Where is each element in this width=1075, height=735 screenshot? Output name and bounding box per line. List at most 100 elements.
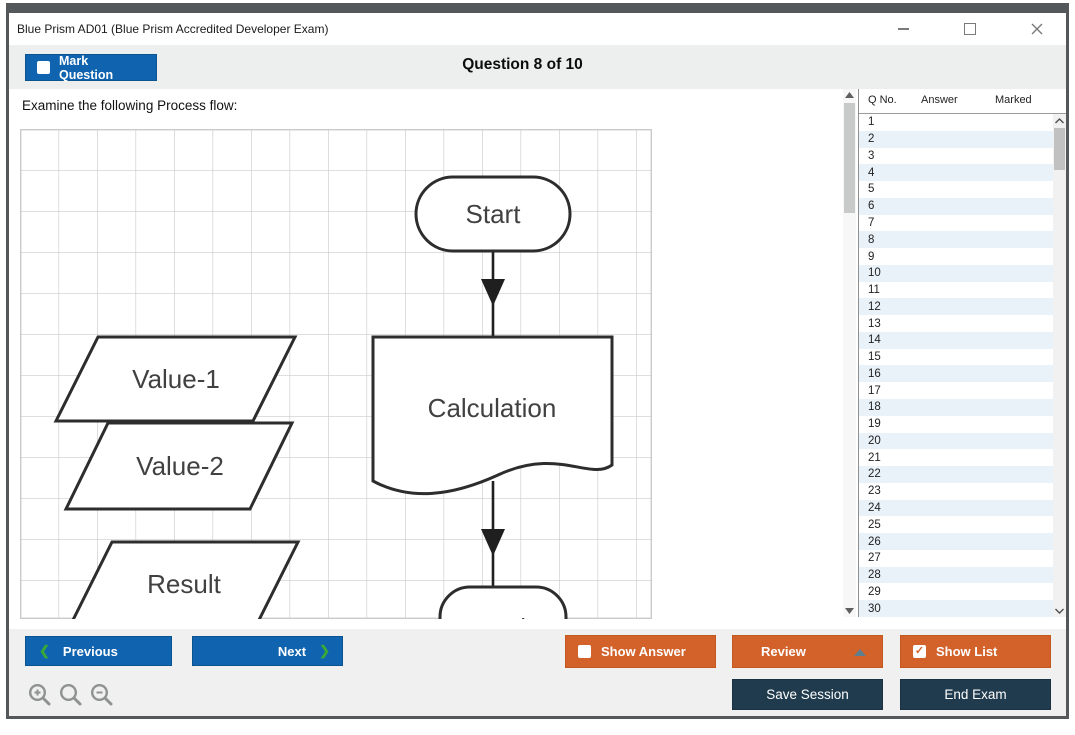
question-row[interactable]: 4	[859, 164, 1066, 182]
title-bar: Blue Prism AD01 (Blue Prism Accredited D…	[9, 13, 1066, 45]
question-row[interactable]: 9	[859, 248, 1066, 265]
question-row[interactable]: 24	[859, 499, 1066, 517]
question-number: 27	[868, 552, 881, 565]
question-row[interactable]: 3	[859, 147, 1066, 165]
question-number: 19	[868, 418, 881, 431]
window-controls	[892, 13, 1048, 45]
question-number: 28	[868, 569, 881, 582]
column-header-marked: Marked	[995, 94, 1032, 106]
scroll-down-icon[interactable]	[1053, 604, 1066, 617]
question-row[interactable]: 30	[859, 600, 1066, 617]
question-number: 13	[868, 317, 881, 330]
question-row[interactable]: 12	[859, 298, 1066, 316]
flowchart-node-result: Result	[71, 540, 301, 619]
question-number: 17	[868, 384, 881, 397]
scrollbar-thumb[interactable]	[844, 103, 855, 213]
question-row[interactable]: 11	[859, 281, 1066, 299]
review-label: Review	[761, 644, 806, 659]
question-row[interactable]: 20	[859, 432, 1066, 450]
question-row[interactable]: 17	[859, 382, 1066, 400]
previous-button[interactable]: ❮ Previous	[25, 636, 172, 666]
question-number: 22	[868, 468, 881, 481]
question-row[interactable]: 28	[859, 566, 1066, 584]
dropdown-up-icon	[854, 649, 866, 656]
question-row[interactable]: 13	[859, 315, 1066, 332]
question-row[interactable]: 23	[859, 482, 1066, 500]
question-number: 2	[868, 133, 875, 146]
zoom-out-icon[interactable]	[88, 681, 115, 708]
question-row[interactable]: 8	[859, 231, 1066, 249]
question-number: 26	[868, 535, 881, 548]
zoom-in-icon[interactable]	[26, 681, 53, 708]
show-list-checkbox-icon[interactable]: ✓	[913, 645, 926, 658]
question-row[interactable]: 6	[859, 197, 1066, 215]
question-number: 4	[868, 166, 875, 179]
question-number: 7	[868, 216, 875, 229]
question-number: 3	[868, 149, 875, 162]
show-list-label: Show List	[936, 644, 998, 659]
question-number: 8	[868, 233, 875, 246]
question-number: 9	[868, 250, 875, 263]
mark-question-button[interactable]: Mark Question	[25, 54, 157, 82]
maximize-icon[interactable]	[959, 18, 981, 40]
scrollbar-thumb[interactable]	[1054, 128, 1065, 170]
flowchart-node-start: Start	[414, 175, 572, 253]
column-header-answer: Answer	[921, 94, 958, 106]
question-row[interactable]: 25	[859, 516, 1066, 534]
question-row[interactable]: 29	[859, 583, 1066, 601]
question-row[interactable]: 22	[859, 466, 1066, 483]
question-number: 29	[868, 585, 881, 598]
main-content: Examine the following Process flow:	[9, 89, 1066, 629]
svg-text:Value-1: Value-1	[132, 364, 220, 394]
previous-label: Previous	[62, 643, 118, 659]
question-number: 10	[868, 267, 881, 280]
flowchart-node-calculation: Calculation	[371, 335, 614, 496]
save-session-button[interactable]: Save Session	[732, 679, 883, 710]
svg-text:Result: Result	[147, 569, 221, 599]
zoom-icon[interactable]	[57, 681, 84, 708]
show-list-button[interactable]: ✓ Show List	[900, 635, 1051, 668]
flowchart-edge-start-calculation	[481, 251, 505, 337]
minimize-icon[interactable]	[892, 18, 914, 40]
question-row[interactable]: 18	[859, 399, 1066, 416]
list-scrollbar[interactable]	[1053, 114, 1066, 617]
end-exam-label: End Exam	[944, 687, 1007, 702]
end-exam-button[interactable]: End Exam	[900, 679, 1051, 710]
question-row[interactable]: 1	[859, 114, 1066, 131]
question-row[interactable]: 5	[859, 181, 1066, 198]
question-number: 11	[868, 284, 880, 297]
save-session-label: Save Session	[766, 687, 849, 702]
question-row[interactable]: 19	[859, 415, 1066, 433]
show-answer-button[interactable]: Show Answer	[565, 635, 716, 668]
question-number: 18	[868, 401, 881, 414]
next-button[interactable]: Next ❯	[192, 636, 343, 666]
question-number: 24	[868, 501, 881, 514]
question-number: 14	[868, 334, 881, 347]
question-row[interactable]: 7	[859, 214, 1066, 232]
review-dropdown-button[interactable]: Review	[732, 635, 883, 668]
question-number: 15	[868, 351, 881, 364]
question-prompt: Examine the following Process flow:	[22, 98, 238, 113]
mark-question-checkbox-icon[interactable]	[37, 61, 50, 74]
close-icon[interactable]	[1026, 18, 1048, 40]
question-row[interactable]: 15	[859, 348, 1066, 366]
scroll-down-icon[interactable]	[843, 605, 856, 617]
show-answer-label: Show Answer	[601, 644, 686, 659]
main-vertical-scrollbar[interactable]	[843, 89, 856, 617]
scroll-up-icon[interactable]	[843, 89, 856, 101]
question-row[interactable]: 16	[859, 365, 1066, 383]
show-answer-checkbox-icon[interactable]	[578, 645, 591, 658]
flowchart-node-end: End	[438, 585, 568, 619]
question-row[interactable]: 26	[859, 533, 1066, 550]
question-row[interactable]: 2	[859, 130, 1066, 148]
question-number: 12	[868, 300, 881, 313]
question-row[interactable]: 27	[859, 549, 1066, 567]
question-row[interactable]: 21	[859, 449, 1066, 467]
scroll-up-icon[interactable]	[1053, 114, 1066, 127]
exam-app-window: Blue Prism AD01 (Blue Prism Accredited D…	[6, 3, 1069, 719]
question-row[interactable]: 14	[859, 331, 1066, 349]
question-row[interactable]: 10	[859, 264, 1066, 282]
footer-bar: ❮ Previous Next ❯ Show Answer Review ✓ S…	[9, 629, 1066, 716]
flowchart-node-value1: Value-1	[53, 335, 298, 423]
